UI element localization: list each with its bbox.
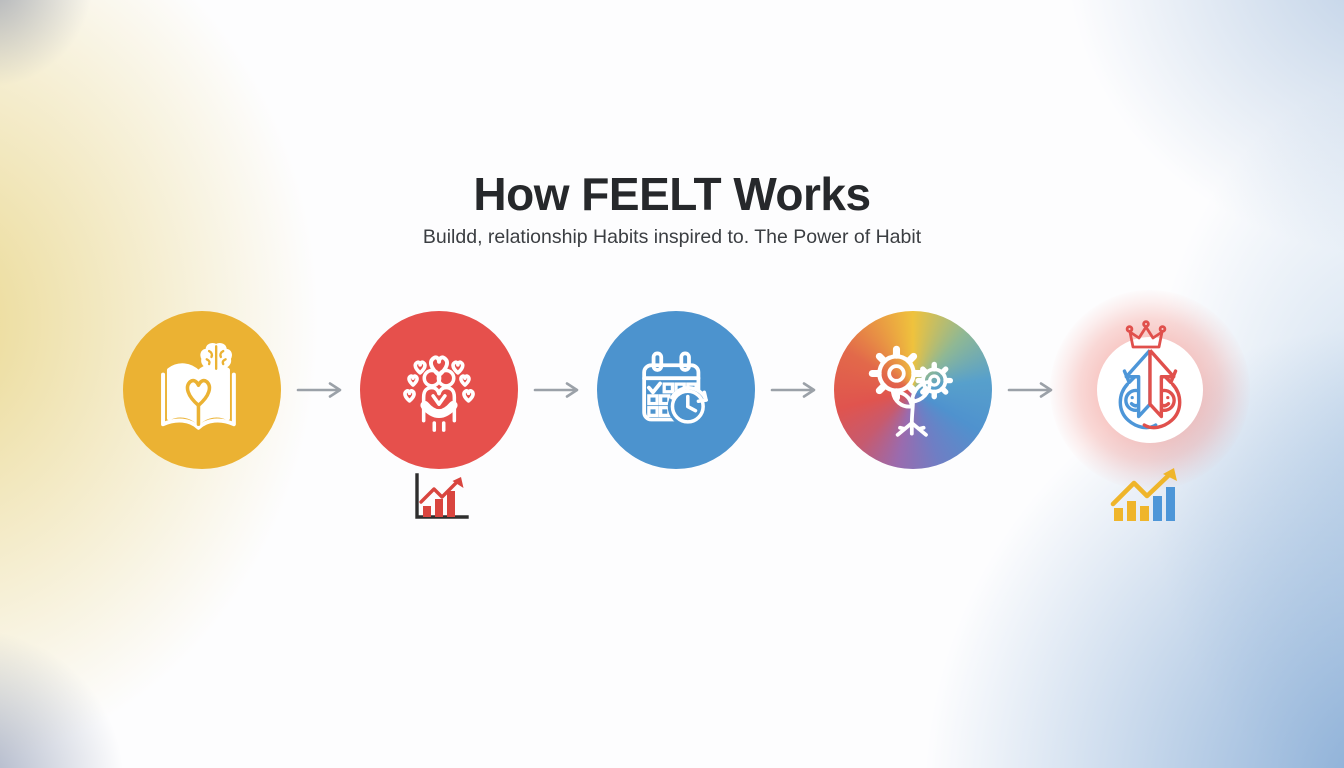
- flow-connector: [281, 381, 360, 399]
- arrow-right-icon: [533, 382, 578, 398]
- step-schedule-circle: [597, 311, 755, 469]
- growth-chart-red-icon: [415, 473, 469, 519]
- smiley-faces-arrow-crown-icon: [1118, 349, 1182, 430]
- step-schedule: [597, 311, 755, 469]
- step-relationship-circle: [360, 311, 518, 469]
- couple-with-hearts-icon: [403, 355, 475, 432]
- arrow-right-icon: [770, 382, 815, 398]
- flow-connector: [755, 381, 834, 399]
- page-subtitle: Buildd, relationship Habits inspired to.…: [422, 226, 922, 248]
- step-learn: [123, 311, 281, 469]
- page-title: How FEELT Works: [473, 168, 871, 220]
- open-book-heart-brain-icon: [161, 343, 236, 430]
- growth-chart-yellow-blue-icon: [1110, 468, 1177, 521]
- step-growth: [834, 311, 992, 469]
- process-flow: [123, 290, 1250, 490]
- step-learn-circle: [123, 311, 281, 469]
- arrow-right-icon: [1007, 382, 1052, 398]
- calendar-clock-icon: [642, 351, 708, 427]
- gears-sprout-icon: [868, 345, 954, 437]
- arrow-right-icon: [296, 382, 341, 398]
- step-results-circle: [1097, 337, 1203, 443]
- step-growth-circle: [834, 311, 992, 469]
- step-relationship: [360, 311, 518, 469]
- flow-connector: [518, 381, 597, 399]
- crown-icon: [1125, 320, 1167, 349]
- flow-connector: [992, 381, 1071, 399]
- step-results: [1050, 290, 1250, 490]
